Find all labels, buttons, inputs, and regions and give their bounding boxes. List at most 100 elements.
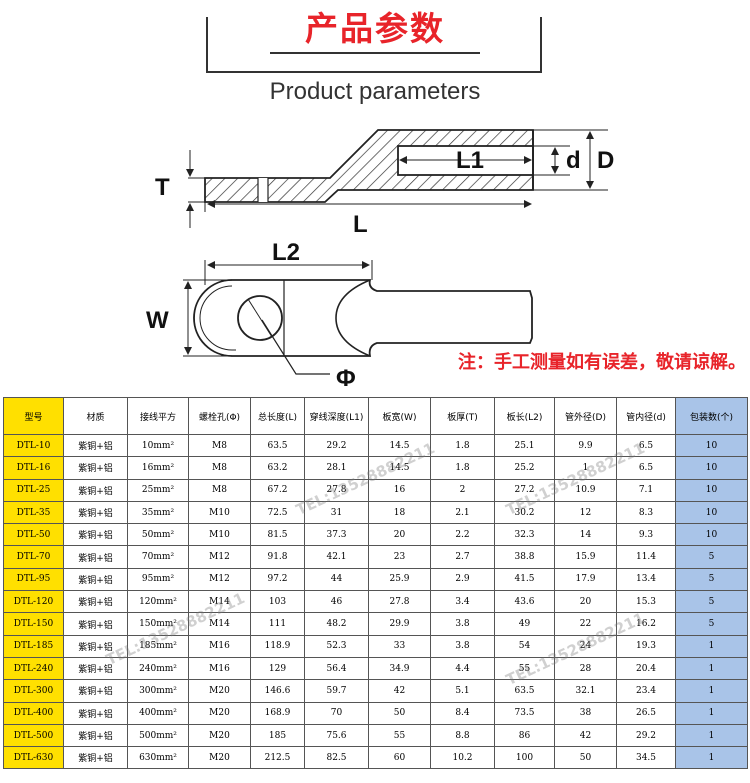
table-cell: 10.9 <box>554 478 617 502</box>
table-cell: 28 <box>554 656 617 681</box>
table-cell: 25.1 <box>494 433 555 458</box>
header-outer-diameter: 管外径(D) <box>554 397 617 435</box>
table-cell: 42.1 <box>304 545 369 569</box>
title-underline <box>270 52 480 54</box>
table-cell: 2.1 <box>430 500 495 525</box>
cell-model: DTL-16 <box>3 456 64 480</box>
table-cell: 81.5 <box>250 523 305 547</box>
table-cell: 2.2 <box>430 523 495 547</box>
table-cell: M16 <box>188 634 251 658</box>
cell-model: DTL-10 <box>3 433 64 458</box>
table-cell: 46 <box>304 590 369 614</box>
table-cell: 紫铜+铝 <box>63 456 128 480</box>
table-cell: 185 <box>250 723 305 748</box>
table-cell: 150mm² <box>127 612 189 636</box>
table-cell: 7.1 <box>616 478 676 502</box>
table-cell: 41.5 <box>494 567 555 592</box>
table-cell: 17.9 <box>554 567 617 592</box>
cell-model: DTL-630 <box>3 746 64 770</box>
cell-model: DTL-95 <box>3 567 64 592</box>
table-cell: M14 <box>188 612 251 636</box>
header-plate-length: 板长(L2) <box>494 397 555 435</box>
table-cell: 500mm² <box>127 723 189 748</box>
cell-model: DTL-120 <box>3 590 64 614</box>
top-view <box>183 260 533 375</box>
table-cell: 10mm² <box>127 433 189 458</box>
table-cell: 120mm² <box>127 590 189 614</box>
table-cell: 23 <box>368 545 431 569</box>
label-T: T <box>155 174 170 201</box>
table-cell: 1 <box>675 634 748 658</box>
table-cell: 400mm² <box>127 701 189 725</box>
table-cell: M20 <box>188 723 251 748</box>
table-cell: 25.9 <box>368 567 431 592</box>
table-cell: M8 <box>188 433 251 458</box>
table-cell: 38 <box>554 701 617 725</box>
table-cell: 紫铜+铝 <box>63 612 128 636</box>
label-D: D <box>597 147 614 174</box>
table-cell: 11.4 <box>616 545 676 569</box>
table-cell: M8 <box>188 478 251 502</box>
table-cell: 3.8 <box>430 612 495 636</box>
table-cell: 14.5 <box>368 456 431 480</box>
table-cell: 16.2 <box>616 612 676 636</box>
table-cell: 42 <box>368 679 431 703</box>
table-cell: 16 <box>368 478 431 502</box>
table-cell: 100 <box>494 746 555 770</box>
table-cell: 32.1 <box>554 679 617 703</box>
table-cell: 70 <box>304 701 369 725</box>
table-cell: 97.2 <box>250 567 305 592</box>
table-cell: 60 <box>368 746 431 770</box>
table-cell: 630mm² <box>127 746 189 770</box>
table-cell: 紫铜+铝 <box>63 634 128 658</box>
table-cell: 10.2 <box>430 746 495 770</box>
cell-model: DTL-50 <box>3 523 64 547</box>
table-cell: 35mm² <box>127 500 189 525</box>
table-cell: 5 <box>675 545 748 569</box>
table-cell: 86 <box>494 723 555 748</box>
table-cell: 52.3 <box>304 634 369 658</box>
table-cell: M10 <box>188 523 251 547</box>
table-cell: 15.9 <box>554 545 617 569</box>
header-plate-thickness: 板厚(T) <box>430 397 495 435</box>
table-cell: 5 <box>675 590 748 614</box>
table-cell: M20 <box>188 679 251 703</box>
header-package-qty: 包装数(个) <box>675 397 748 435</box>
table-cell: 34.5 <box>616 746 676 770</box>
table-cell: 12 <box>554 500 617 525</box>
table-cell: 95mm² <box>127 567 189 592</box>
table-cell: 33 <box>368 634 431 658</box>
label-d: d <box>566 147 581 174</box>
table-cell: 212.5 <box>250 746 305 770</box>
table-cell: 29.2 <box>616 723 676 748</box>
table-cell: 19.3 <box>616 634 676 658</box>
table-cell: 50 <box>368 701 431 725</box>
table-cell: 紫铜+铝 <box>63 545 128 569</box>
table-cell: 56.4 <box>304 656 369 681</box>
table-cell: 2.7 <box>430 545 495 569</box>
table-cell: 1.8 <box>430 433 495 458</box>
table-cell: 118.9 <box>250 634 305 658</box>
table-cell: 59.7 <box>304 679 369 703</box>
label-L1: L1 <box>456 147 484 174</box>
table-cell: 5 <box>675 612 748 636</box>
table-cell: M16 <box>188 656 251 681</box>
table-cell: M10 <box>188 500 251 525</box>
table-cell: 300mm² <box>127 679 189 703</box>
table-cell: 75.6 <box>304 723 369 748</box>
table-cell: 185mm² <box>127 634 189 658</box>
table-cell: 26.5 <box>616 701 676 725</box>
table-cell: 49 <box>494 612 555 636</box>
table-cell: 6.5 <box>616 456 676 480</box>
cell-model: DTL-300 <box>3 679 64 703</box>
table-cell: 32.3 <box>494 523 555 547</box>
table-cell: M20 <box>188 701 251 725</box>
table-cell: 82.5 <box>304 746 369 770</box>
table-cell: 2.9 <box>430 567 495 592</box>
header-wire-size: 接线平方 <box>127 397 189 435</box>
table-cell: 紫铜+铝 <box>63 656 128 681</box>
header-bolt-hole: 螺栓孔(Φ) <box>188 397 251 435</box>
